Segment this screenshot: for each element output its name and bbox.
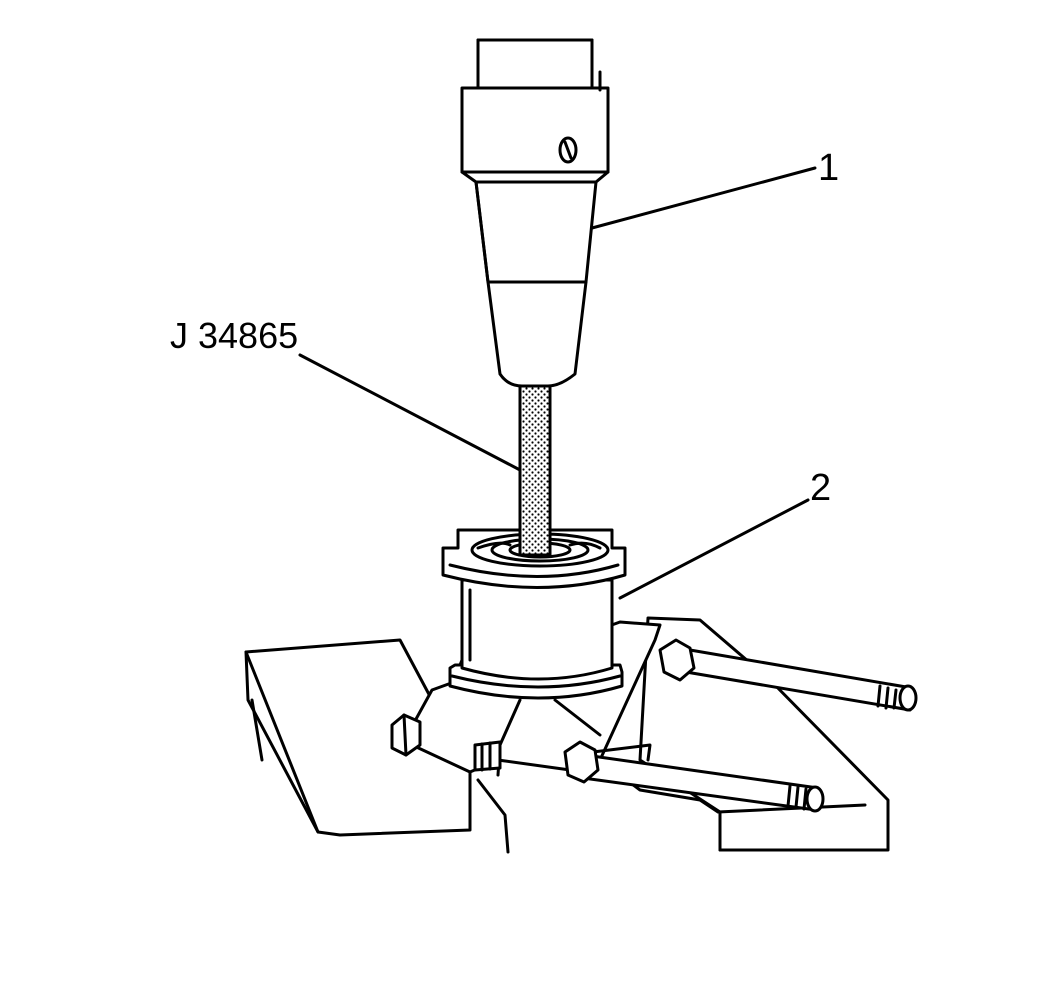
nut-left bbox=[390, 713, 422, 757]
callout-tool-number: J 34865 bbox=[170, 315, 298, 356]
leader-line-item-2 bbox=[618, 498, 810, 600]
callout-item-2: 2 bbox=[810, 467, 831, 509]
leader-line-tool bbox=[298, 353, 522, 472]
leader-line-item-1 bbox=[590, 166, 817, 230]
bolt-lower bbox=[473, 740, 825, 813]
bolt-upper bbox=[658, 638, 918, 712]
tool-shaft bbox=[518, 383, 552, 557]
driver-head bbox=[460, 38, 610, 388]
callout-item-1: 1 bbox=[818, 147, 839, 189]
support-block-left bbox=[244, 638, 472, 837]
